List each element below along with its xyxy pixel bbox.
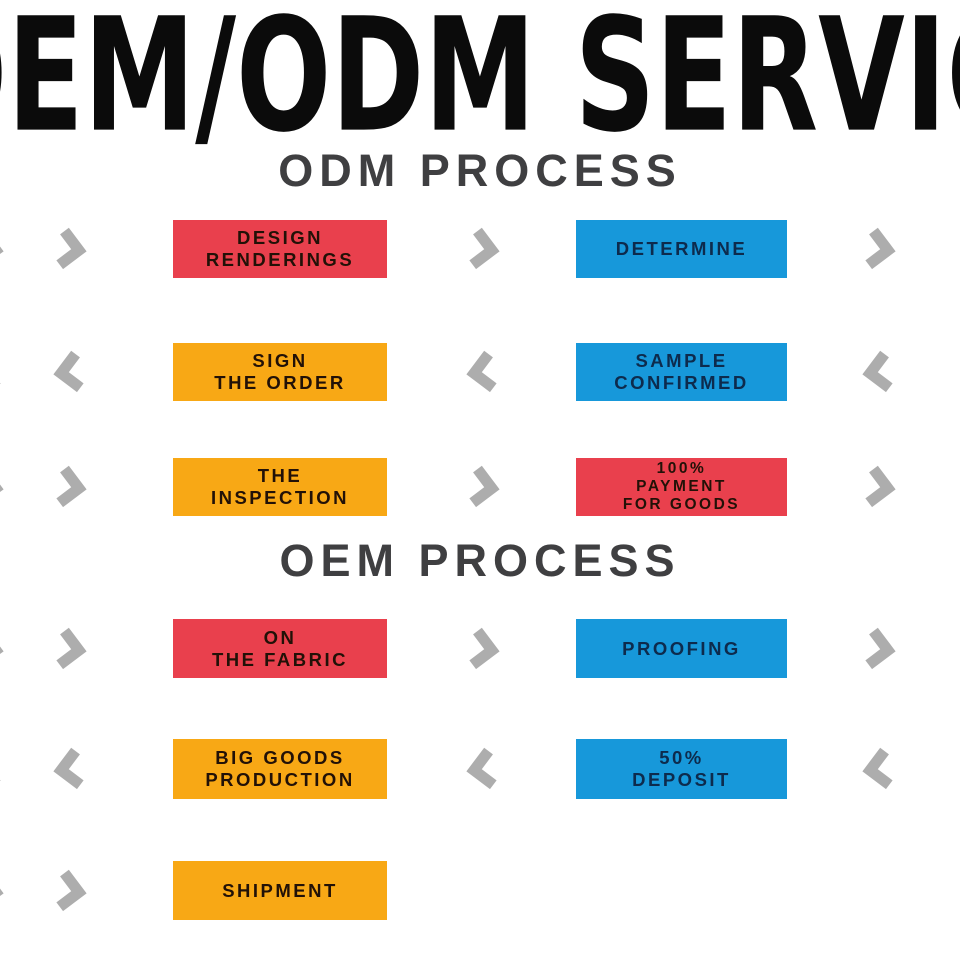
chevron-left-icon	[462, 348, 504, 397]
step-label-line: INSPECTION	[210, 487, 350, 508]
chevron-right-icon	[462, 624, 504, 673]
step-label-line: PROOFING	[622, 637, 741, 659]
chevron-right-icon	[49, 624, 91, 673]
chevron-right-icon	[462, 463, 504, 512]
step-50-deposit: 50%DEPOSIT	[576, 739, 787, 799]
step-label-line: PRODUCTION	[205, 769, 355, 790]
step-label-line: PAYMENT	[636, 477, 727, 495]
step-label-line: 50%	[659, 747, 704, 769]
chevron-left-icon	[49, 745, 91, 794]
chevron-right-icon	[0, 866, 8, 915]
step-label-line: SHIPMENT	[222, 879, 338, 901]
step-label-line: 100%	[656, 459, 707, 477]
step-label-line: CONFIRMED	[614, 372, 749, 393]
step-label-line: SIGN	[252, 350, 308, 372]
step-label-line: THE FABRIC	[212, 648, 348, 670]
chevron-right-icon	[0, 225, 8, 274]
page-title: OEM/ODM SERVICE	[0, 0, 960, 168]
chevron-right-icon	[858, 225, 900, 274]
chevron-right-icon	[0, 624, 8, 673]
section-heading-oem-process: OEM PROCESS	[279, 535, 681, 586]
step-label-line: FOR GOODS	[622, 496, 741, 514]
step-label-line: RENDERINGS	[205, 249, 355, 270]
step-label-line: DEPOSIT	[632, 769, 731, 790]
chevron-left-icon	[0, 745, 8, 794]
chevron-left-icon	[0, 348, 8, 397]
chevron-left-icon	[858, 745, 900, 794]
step-determine: DETERMINE	[576, 220, 787, 278]
step-label-line: THE ORDER	[214, 372, 346, 393]
chevron-right-icon	[49, 225, 91, 274]
step-proofing: PROOFING	[576, 619, 787, 678]
chevron-right-icon	[858, 463, 900, 512]
chevron-left-icon	[462, 745, 504, 794]
section-heading-odm-process: ODM PROCESS	[278, 145, 682, 196]
step-shipment: SHIPMENT	[173, 861, 387, 920]
chevron-right-icon	[49, 866, 91, 915]
step-label-line: ON	[263, 626, 297, 648]
chevron-left-icon	[858, 348, 900, 397]
step-label-line: DESIGN	[237, 227, 323, 249]
step-label-line: SAMPLE	[635, 350, 728, 372]
chevron-left-icon	[49, 348, 91, 397]
chevron-right-icon	[858, 624, 900, 673]
step-label-line: THE	[257, 465, 303, 487]
chevron-right-icon	[49, 463, 91, 512]
chevron-right-icon	[0, 463, 8, 512]
chevron-right-icon	[462, 225, 504, 274]
step-label-line: DETERMINE	[615, 238, 748, 260]
step-label-line: BIG GOODS	[215, 747, 345, 769]
